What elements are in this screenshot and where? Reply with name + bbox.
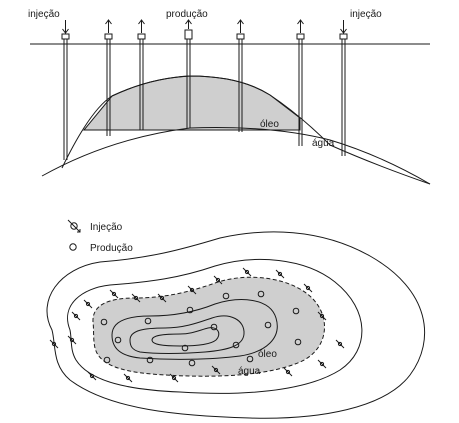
injection-well — [335, 339, 345, 349]
contour-inner-3 — [151, 327, 220, 347]
water-zone-line — [329, 144, 431, 185]
label-water-map: água — [238, 366, 261, 377]
contour-inner-2 — [129, 315, 245, 354]
production-wells — [100, 290, 302, 367]
legend-production-label: Produção — [90, 243, 133, 254]
injection-well — [213, 275, 223, 285]
injection-well — [317, 311, 327, 321]
production-well — [181, 344, 189, 352]
label-production-center: produção — [166, 9, 208, 20]
injection-well — [303, 283, 313, 293]
injection-well — [283, 367, 293, 377]
production-well — [188, 359, 196, 367]
well-production-3 — [236, 19, 245, 132]
production-well — [186, 306, 194, 314]
well-injection-left — [61, 20, 70, 160]
label-injection-left: injeção — [28, 9, 60, 20]
reservoir-base — [41, 127, 431, 185]
injection-well — [317, 359, 327, 369]
oil-zone-map — [92, 276, 325, 377]
injection-well — [109, 289, 119, 299]
injection-well — [83, 299, 93, 309]
injection-well — [49, 339, 59, 349]
injection-well — [187, 285, 197, 295]
production-well — [114, 336, 122, 344]
injection-well — [71, 311, 81, 321]
injection-well — [275, 269, 285, 279]
injection-well — [169, 373, 179, 383]
well-injection-right — [339, 20, 348, 156]
injection-well — [157, 293, 167, 303]
contour-inner-1 — [111, 299, 278, 360]
injection-well — [131, 293, 141, 303]
production-well — [232, 341, 240, 349]
production-well — [294, 338, 302, 346]
label-injection-right: injeção — [350, 9, 382, 20]
cross-section: injeção produção injeção óleo água — [28, 9, 431, 185]
injection-well — [123, 373, 133, 383]
production-well — [257, 290, 265, 298]
production-well — [144, 317, 152, 325]
label-oil-section: óleo — [260, 119, 279, 130]
production-well — [210, 323, 218, 331]
production-well — [103, 356, 111, 364]
well-production-2 — [137, 19, 146, 130]
production-well — [100, 318, 108, 326]
injection-wells — [49, 267, 345, 383]
injection-well — [242, 267, 252, 277]
legend-production-icon — [69, 243, 77, 251]
legend-injection-label: Injeção — [90, 222, 123, 233]
injection-well — [87, 371, 97, 381]
label-water-section: água — [312, 138, 335, 149]
production-well — [222, 292, 230, 300]
production-well — [146, 356, 154, 364]
well-production-4 — [296, 19, 305, 146]
production-well — [246, 355, 254, 363]
injection-well — [211, 365, 221, 375]
production-well — [264, 321, 272, 329]
well-production-center — [184, 19, 193, 128]
legend-injection-icon — [67, 219, 81, 233]
well-production-1 — [104, 19, 113, 136]
label-oil-map: óleo — [258, 349, 277, 360]
map-view: Injeção Produção — [46, 219, 426, 419]
injection-well — [67, 335, 77, 345]
production-well — [292, 307, 300, 315]
contour-second — [67, 258, 363, 394]
legend: Injeção Produção — [67, 219, 133, 254]
contour-outer — [46, 231, 426, 419]
